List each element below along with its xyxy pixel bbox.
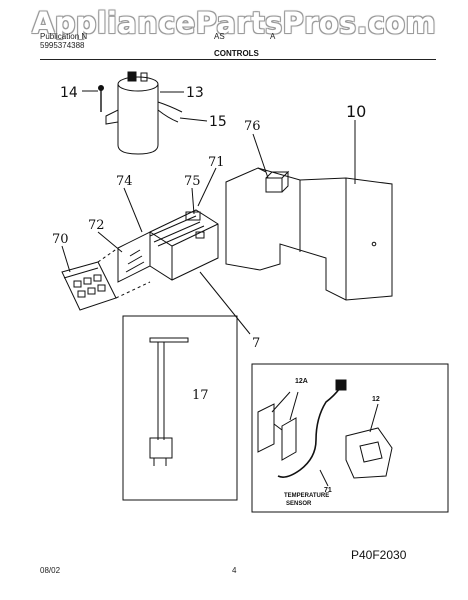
callout-76: 76 — [244, 119, 261, 134]
footer-page: 4 — [232, 566, 237, 575]
drawing-code: P40F2030 — [351, 548, 407, 562]
sensor-holder-12 — [345, 403, 393, 479]
publication-label: Publication N — [40, 32, 88, 41]
control-panel — [61, 247, 151, 311]
model-prefix: AS — [214, 32, 225, 41]
relay-76 — [265, 170, 290, 193]
screw — [98, 85, 104, 112]
callout-74: 74 — [116, 174, 133, 189]
header-rule — [40, 59, 436, 60]
callout-72: 72 — [88, 218, 105, 233]
callout-70: 70 — [52, 232, 69, 247]
temperature-sensor-wire — [277, 379, 347, 487]
sensor-bracket — [257, 391, 299, 461]
inset-box-12 — [251, 363, 449, 513]
publication-number: 5995374388 — [40, 41, 85, 50]
callout-10: 10 — [346, 102, 366, 121]
model-suffix: A — [270, 32, 276, 41]
callout-71: 71 — [208, 155, 225, 170]
capacitor — [105, 71, 183, 155]
wall-panel — [225, 167, 393, 301]
sensor-label-line2: SENSOR — [286, 501, 312, 507]
callout-12: 12 — [372, 396, 380, 403]
footer-date: 08/02 — [40, 566, 61, 575]
callout-14: 14 — [60, 85, 78, 101]
callout-12a: 12A — [295, 378, 308, 385]
section-title: CONTROLS — [214, 49, 259, 58]
callout-15: 15 — [209, 114, 227, 130]
callout-75: 75 — [184, 174, 201, 189]
watermark: AppliancePartsPros.com — [31, 6, 437, 40]
wire-harness-17 — [149, 337, 189, 466]
sensor-label-line1: TEMPERATURE — [284, 493, 329, 499]
callout-7: 7 — [252, 336, 260, 351]
callout-13: 13 — [186, 85, 204, 101]
inset-box-17 — [122, 315, 238, 501]
callout-71-sensor: 71 — [324, 487, 332, 494]
callout-17: 17 — [192, 388, 209, 403]
control-box — [117, 209, 219, 283]
